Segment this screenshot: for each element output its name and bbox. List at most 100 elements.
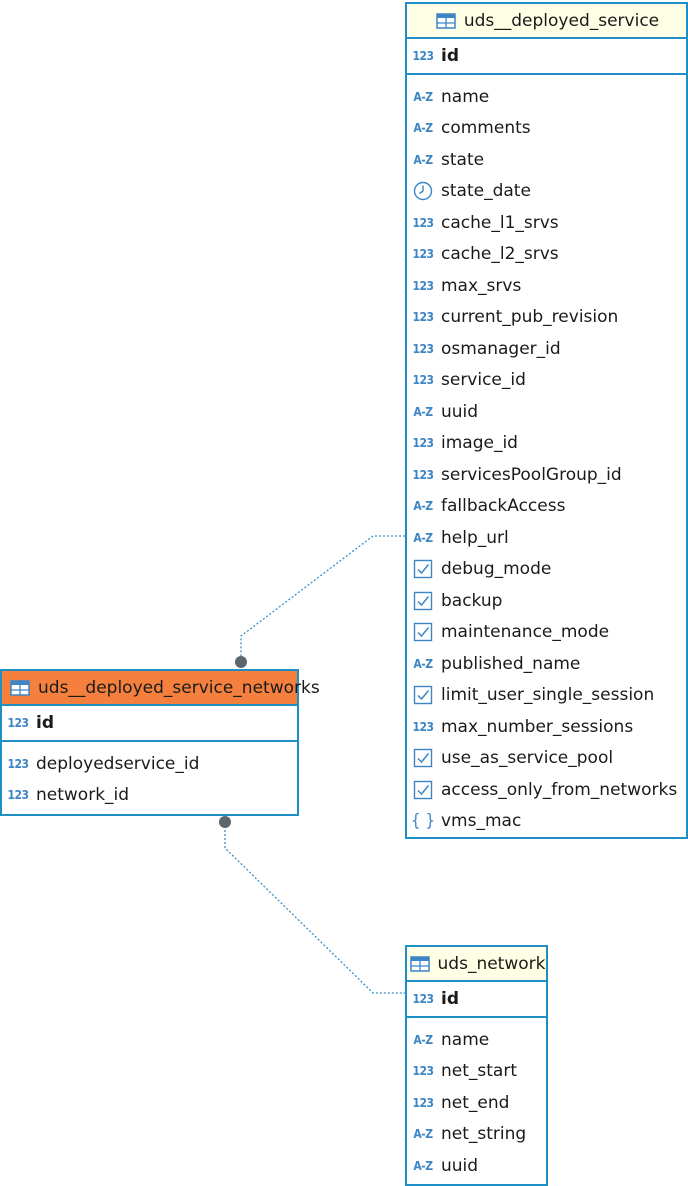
column-row[interactable]: access_only_from_networks [407, 774, 686, 806]
table-title: uds__deployed_service [463, 10, 660, 31]
column-name: name [441, 86, 490, 107]
string-type-icon: A-Z [413, 1032, 433, 1047]
column-name: uuid [441, 401, 479, 422]
string-type-icon: A-Z [413, 1158, 433, 1173]
column-name: maintenance_mode [441, 622, 610, 643]
column-row[interactable]: 123 image_id [407, 428, 686, 460]
column-row[interactable]: A-Z name [407, 1024, 546, 1056]
column-row[interactable]: A-Z uuid [407, 1150, 546, 1182]
string-type-icon: A-Z [413, 404, 433, 419]
column-row[interactable]: state_date [407, 176, 686, 208]
checkbox-icon [411, 621, 435, 643]
column-row[interactable]: backup [407, 585, 686, 617]
column-row[interactable]: A-Z comments [407, 113, 686, 145]
column-name: uuid [441, 1155, 479, 1176]
column-name: state [441, 149, 485, 170]
column-name: limit_user_single_session [441, 685, 655, 706]
table-header[interactable]: uds_network [407, 947, 546, 982]
column-name: debug_mode [441, 559, 552, 580]
string-type-icon: A-Z [413, 89, 433, 104]
json-type-icon: { } [410, 811, 436, 832]
column-name: access_only_from_networks [441, 779, 678, 800]
column-row[interactable]: { }vms_mac [407, 806, 686, 838]
column-name: vms_mac [441, 811, 522, 832]
column-name: comments [441, 118, 531, 139]
relation-endpoint-deployed-service [235, 656, 247, 668]
column-row[interactable]: A-Z state [407, 144, 686, 176]
checkbox-icon [411, 779, 435, 801]
string-type-icon: A-Z [413, 656, 433, 671]
table-title: uds__deployed_service_networks [38, 677, 320, 698]
number-type-icon: 123 [412, 719, 434, 734]
string-type-icon: A-Z [413, 499, 433, 514]
column-row[interactable]: use_as_service_pool [407, 743, 686, 775]
column-name: net_end [441, 1092, 510, 1113]
number-type-icon: 123 [412, 992, 434, 1006]
column-row[interactable]: 123 max_number_sessions [407, 711, 686, 743]
column-name: id [441, 46, 459, 66]
primary-key-row[interactable]: 123 id [2, 706, 297, 742]
relation-endpoint-network [219, 816, 231, 828]
column-row[interactable]: A-Z name [407, 81, 686, 113]
string-type-icon: A-Z [413, 530, 433, 545]
number-type-icon: 123 [412, 247, 434, 262]
checkbox-icon [411, 684, 435, 706]
column-name: deployedservice_id [36, 753, 200, 774]
column-row[interactable]: debug_mode [407, 554, 686, 586]
column-row[interactable]: limit_user_single_session [407, 680, 686, 712]
table-header[interactable]: uds__deployed_service_networks [2, 671, 320, 706]
column-name: image_id [441, 433, 518, 454]
table-title: uds_network [437, 953, 546, 974]
column-row[interactable]: A-Z uuid [407, 396, 686, 428]
table-header[interactable]: uds__deployed_service [407, 4, 686, 39]
checkbox-icon [411, 590, 435, 612]
column-row[interactable]: maintenance_mode [407, 617, 686, 649]
column-name: id [36, 713, 54, 733]
primary-key-row[interactable]: 123 id [407, 982, 546, 1018]
column-name: servicesPoolGroup_id [441, 464, 622, 485]
column-name: id [441, 989, 459, 1009]
number-type-icon: 123 [7, 788, 29, 803]
column-name: cache_l1_srvs [441, 212, 559, 233]
string-type-icon: A-Z [413, 152, 433, 167]
column-name: max_number_sessions [441, 716, 634, 737]
column-row[interactable]: 123 deployedservice_id [2, 748, 297, 780]
number-type-icon: 123 [412, 436, 434, 451]
number-type-icon: 123 [412, 467, 434, 482]
relation-line-network [224, 822, 405, 994]
column-name: current_pub_revision [441, 307, 619, 328]
column-row[interactable]: 123 servicesPoolGroup_id [407, 459, 686, 491]
column-name: name [441, 1029, 490, 1050]
string-type-icon: A-Z [413, 121, 433, 136]
checkbox-icon [411, 558, 435, 580]
column-name: backup [441, 590, 503, 611]
clock-icon [411, 180, 435, 202]
column-name: net_string [441, 1124, 527, 1145]
column-name: net_start [441, 1061, 517, 1082]
primary-key-row[interactable]: 123 id [407, 39, 686, 75]
table-icon [8, 677, 32, 699]
table-icon [408, 953, 432, 975]
column-name: cache_l2_srvs [441, 244, 559, 265]
table-uds-deployed-service-networks[interactable]: uds__deployed_service_networks 123 id 12… [0, 669, 320, 816]
column-row[interactable]: 123 cache_l2_srvs [407, 239, 686, 271]
number-type-icon: 123 [7, 756, 29, 771]
